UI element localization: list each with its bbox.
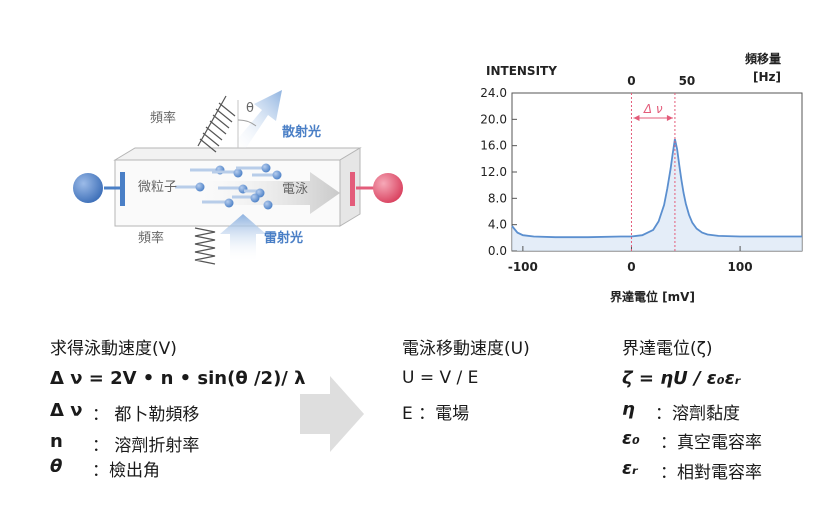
- negative-electrode: [73, 172, 125, 206]
- laser-wave-icon: [194, 227, 216, 265]
- n-desc: ： 溶劑折射率: [92, 436, 200, 456]
- top-tick-label: 0: [627, 74, 635, 88]
- zeta-formula: ζ = ηU / ε₀εᵣ: [622, 368, 741, 389]
- x-tick-label: 0: [627, 260, 635, 274]
- doppler-formula: Δ ν = 2V • n • sin(θ /2)/ λ: [50, 368, 306, 389]
- particles: [175, 163, 282, 210]
- delta-label: Δ ν: [643, 102, 663, 116]
- intensity-chart: INTENSITY 頻移量 [Hz] 界達電位 [mV] 24.0 20.0 16.…: [480, 51, 803, 304]
- y-tick-label: 4.0: [488, 218, 507, 232]
- doppler-desc: ： 都卜勒頻移: [92, 405, 200, 425]
- y-axis-title: INTENSITY: [486, 64, 557, 78]
- epsilonr-desc: ：相對電容率: [660, 463, 762, 483]
- positive-electrode: [350, 172, 403, 206]
- top-axis-title-line2: [Hz]: [753, 70, 781, 84]
- mobility-section-title: 電泳移動速度(U): [402, 339, 530, 359]
- mobility-formula: U = V / E: [402, 368, 479, 388]
- series-fill: [512, 139, 802, 251]
- freq-bottom-label: 頻率: [138, 230, 164, 246]
- theta-label: θ: [246, 101, 254, 116]
- y-tick-label: 8.0: [488, 191, 507, 205]
- x-tick-label: -100: [508, 260, 538, 274]
- series-line: [511, 138, 802, 239]
- theta-desc: ：檢出角: [92, 461, 160, 481]
- delta-arrow-left-head: [633, 115, 640, 121]
- n-symbol: n: [50, 431, 63, 452]
- x-axis-title: 界達電位 [mV]: [610, 289, 695, 304]
- theta-arc: [237, 119, 257, 127]
- electrophoresis-label: 電泳: [282, 182, 308, 197]
- theta-symbol: θ: [50, 456, 63, 477]
- epsilonr-symbol: εᵣ: [622, 458, 638, 479]
- y-tick-label: 12.0: [480, 165, 507, 179]
- doppler-symbol: Δ ν: [50, 400, 83, 421]
- freq-top-label: 頻率: [150, 110, 176, 126]
- electrophoresis-diagram: 頻率 θ 散射光 微粒子 電泳 頻率 雷射光: [73, 90, 403, 265]
- scatter-arrow: [230, 90, 282, 148]
- field-desc: E ：電場: [402, 404, 470, 424]
- velocity-section-title: 求得泳動速度(V): [50, 339, 177, 359]
- scatter-wave-icon: [197, 95, 236, 153]
- epsilon0-symbol: ε₀: [622, 428, 640, 449]
- laser-arrow: [220, 214, 266, 262]
- top-axis-title-line1: 頻移量: [745, 51, 781, 66]
- laser-label: 雷射光: [264, 230, 303, 246]
- delta-arrow-right-head: [666, 115, 673, 121]
- next-step-arrow: [300, 376, 364, 452]
- scatter-label: 散射光: [282, 124, 321, 140]
- y-tick-label: 24.0: [480, 86, 507, 100]
- top-tick-label: 50: [679, 74, 696, 88]
- eta-symbol: η: [622, 399, 635, 420]
- zeta-section-title: 界達電位(ζ): [622, 339, 713, 359]
- epsilon0-desc: ：真空電容率: [660, 433, 762, 453]
- y-tick-label: 20.0: [480, 112, 507, 126]
- y-tick-label: 0.0: [488, 244, 507, 258]
- particle-label: 微粒子: [138, 180, 177, 195]
- x-tick-label: 100: [728, 260, 753, 274]
- eta-desc: ：溶劑黏度: [655, 404, 740, 424]
- y-tick-label: 16.0: [480, 139, 507, 153]
